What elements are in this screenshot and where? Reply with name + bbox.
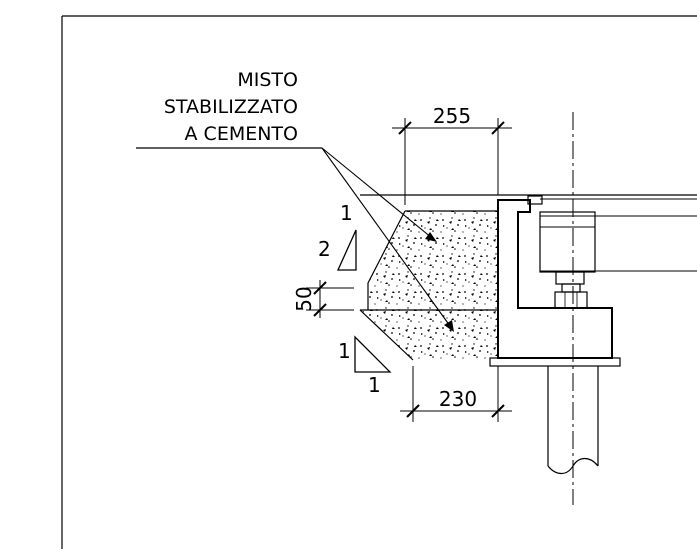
material-label-line1: MISTO <box>237 69 298 91</box>
dim-bottom-tick-right <box>491 404 505 418</box>
dim-step-value: 50 <box>292 286 316 311</box>
leader-line-1 <box>321 147 433 239</box>
dim-bottom-value: 230 <box>439 387 477 411</box>
dim-step-tick-bottom <box>313 303 327 317</box>
slope-lower-triangle <box>354 335 392 373</box>
slope-lower-rise: 1 <box>338 339 351 363</box>
bearing-block-top <box>555 271 585 285</box>
bearing-block-mid <box>561 283 581 293</box>
bearing-block-bottom <box>554 291 588 309</box>
abutment-wall <box>497 199 613 359</box>
slope-lower-run: 1 <box>368 373 381 397</box>
foundation-plinth <box>489 357 621 367</box>
dim-top-value: 255 <box>433 104 471 128</box>
dim-step-tick-top <box>313 281 327 295</box>
dim-top-tick-right <box>491 121 505 135</box>
fill-upper-slope <box>367 210 406 310</box>
bearing-pad <box>539 211 596 273</box>
leader-line-2 <box>321 147 451 327</box>
fill-lower-slope <box>359 309 414 361</box>
slope-upper-triangle <box>336 229 357 271</box>
dim-bottom-tick-left <box>406 404 420 418</box>
leader-arrow-2 <box>444 320 454 332</box>
material-label-line3: A CEMENTO <box>185 123 298 145</box>
material-label-line2: STABILIZZATO <box>164 96 298 118</box>
slope-upper-rise: 1 <box>340 201 353 225</box>
slope-upper-run: 2 <box>318 237 331 261</box>
dim-top-tick-left <box>398 121 412 135</box>
stabilized-fill-hatch <box>360 211 498 360</box>
leader-arrow-1 <box>425 232 437 242</box>
joint-plate <box>527 195 543 205</box>
